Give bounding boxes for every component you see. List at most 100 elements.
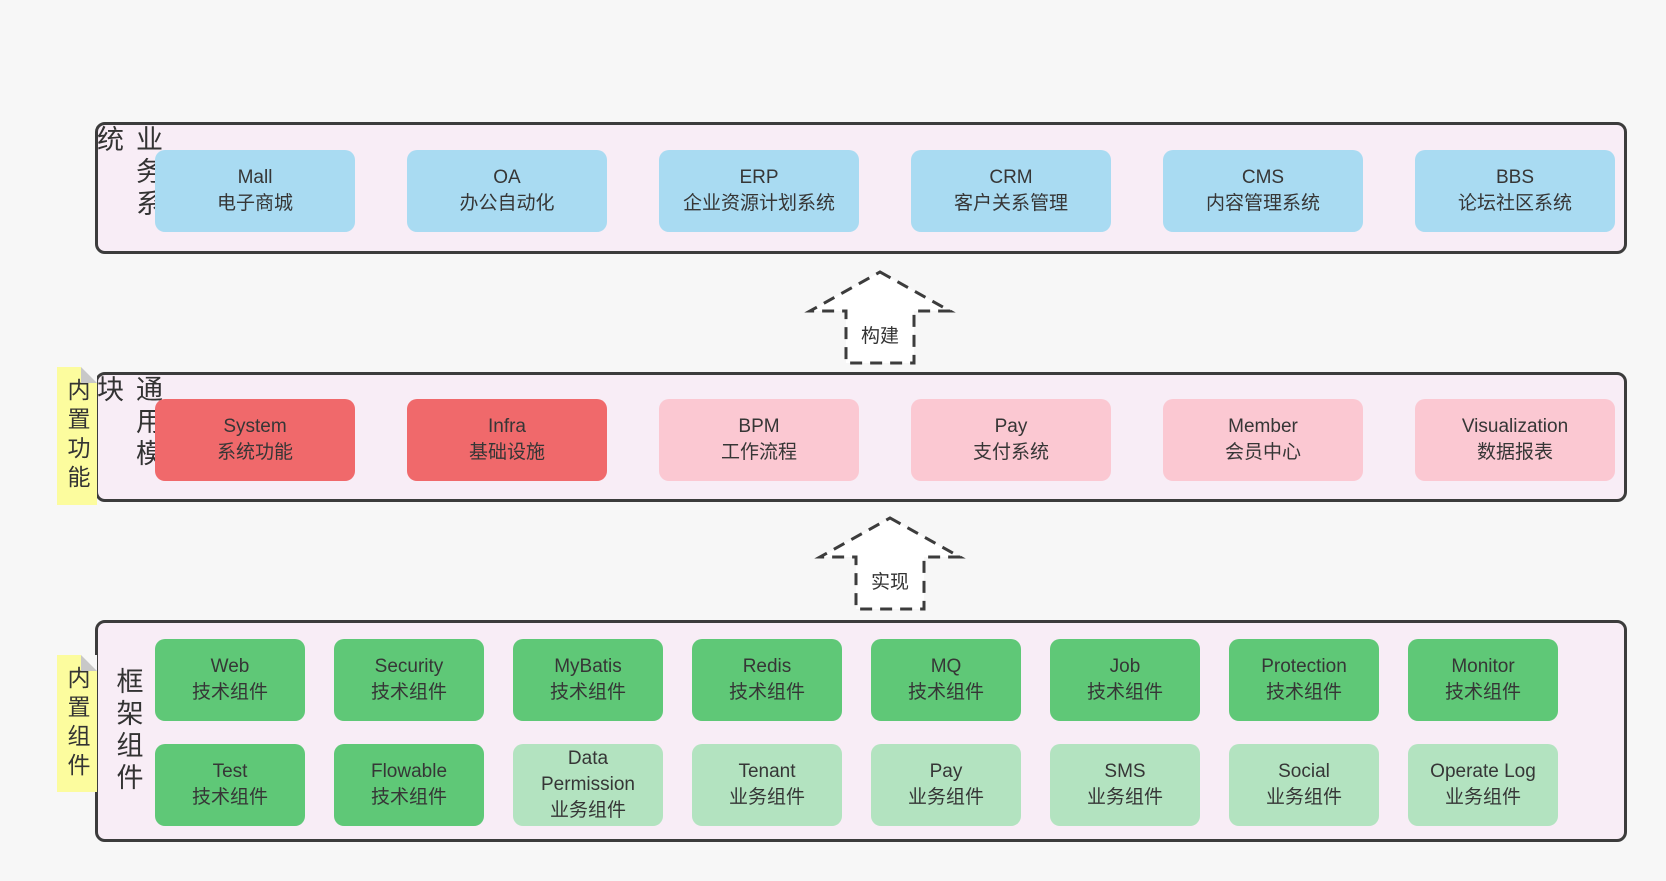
folded-corner-icon (81, 655, 97, 671)
module-box-web: Web 技术组件 (155, 639, 305, 721)
module-name: Visualization (1461, 416, 1569, 437)
module-name: BPM (738, 416, 780, 437)
module-name: Flowable (370, 761, 448, 782)
module-subtitle: 技术组件 (191, 682, 268, 703)
module-box-sms: SMS 业务组件 (1050, 744, 1200, 826)
module-box-flowable: Flowable 技术组件 (334, 744, 484, 826)
module-subtitle: 业务组件 (549, 800, 626, 821)
module-subtitle: 系统功能 (216, 442, 293, 463)
module-subtitle: 基础设施 (468, 442, 545, 463)
module-box-mybatis: MyBatis 技术组件 (513, 639, 663, 721)
module-box-data-permission: Data Permission 业务组件 (513, 744, 663, 826)
module-name: Security (374, 656, 444, 677)
sticky-note-built-in-features: 内置功能 (57, 367, 97, 505)
arrow-label-build: 构建 (856, 320, 904, 349)
module-name: Social (1278, 761, 1330, 782)
module-name: Mall (237, 167, 273, 188)
module-subtitle: 办公自动化 (459, 193, 555, 214)
folded-corner-icon (81, 367, 97, 383)
module-subtitle: 支付系统 (972, 442, 1049, 463)
module-name: OA (493, 167, 521, 188)
module-box-system: System 系统功能 (155, 399, 355, 481)
module-box-erp: ERP 企业资源计划系统 (659, 150, 859, 232)
up-arrow-implement-icon (810, 514, 970, 614)
module-box-infra: Infra 基础设施 (407, 399, 607, 481)
module-subtitle: 论坛社区系统 (1457, 193, 1572, 214)
layer-business-systems: 业务系统 Mall 电子商城 OA 办公自动化 ERP 企业资源计划系统 CRM 客户关系管理… (93, 122, 1627, 254)
layer-common-modules: 通用模块 System 系统功能 Infra 基础设施 BPM 工作流程 Pay 支付系统 Me… (93, 372, 1627, 502)
module-subtitle: 业务组件 (907, 787, 984, 808)
module-subtitle: 电子商城 (216, 193, 293, 214)
module-box-security: Security 技术组件 (334, 639, 484, 721)
module-box-job: Job 技术组件 (1050, 639, 1200, 721)
module-subtitle: 客户关系管理 (953, 193, 1068, 214)
module-subtitle: 内容管理系统 (1205, 193, 1320, 214)
module-subtitle: 业务组件 (1265, 787, 1342, 808)
module-box-cms: CMS 内容管理系统 (1163, 150, 1363, 232)
module-name: Protection (1261, 656, 1347, 677)
module-box-bbs: BBS 论坛社区系统 (1415, 150, 1615, 232)
module-subtitle: 技术组件 (1086, 682, 1163, 703)
module-name: Pay (994, 416, 1028, 437)
module-subtitle: 技术组件 (370, 682, 447, 703)
module-box-crm: CRM 客户关系管理 (911, 150, 1111, 232)
module-name: Web (210, 656, 250, 677)
module-subtitle: 业务组件 (1444, 787, 1521, 808)
module-name: Member (1228, 416, 1298, 437)
module-name: Data Permission (541, 748, 635, 795)
module-box-pay: Pay 业务组件 (871, 744, 1021, 826)
module-box-protection: Protection 技术组件 (1229, 639, 1379, 721)
module-box-mq: MQ 技术组件 (871, 639, 1021, 721)
layer-label-common-modules: 通用模块 (93, 375, 162, 471)
module-name: MyBatis (554, 656, 622, 677)
module-box-oa: OA 办公自动化 (407, 150, 607, 232)
module-name: Infra (487, 416, 527, 437)
module-subtitle: 企业资源计划系统 (682, 193, 835, 214)
module-box-bpm: BPM 工作流程 (659, 399, 859, 481)
module-name: Pay (929, 761, 963, 782)
module-name: CRM (989, 167, 1033, 188)
module-name: Tenant (738, 761, 796, 782)
sticky-note-built-in-components: 内置组件 (57, 655, 97, 792)
module-subtitle: 技术组件 (370, 787, 447, 808)
module-name: Job (1109, 656, 1141, 677)
module-name: BBS (1495, 167, 1535, 188)
module-subtitle: 技术组件 (728, 682, 805, 703)
module-box-monitor: Monitor 技术组件 (1408, 639, 1558, 721)
module-name: SMS (1104, 761, 1146, 782)
layer-label-business-systems: 业务系统 (93, 125, 162, 221)
module-box-pay: Pay 支付系统 (911, 399, 1111, 481)
module-subtitle: 工作流程 (720, 442, 797, 463)
sticky-note-label: 内置功能 (64, 378, 90, 494)
module-subtitle: 技术组件 (907, 682, 984, 703)
arrow-label-implement: 实现 (866, 566, 914, 595)
module-subtitle: 会员中心 (1224, 442, 1301, 463)
common-modules-row: System 系统功能 Infra 基础设施 BPM 工作流程 Pay 支付系统 Member 会… (155, 399, 1615, 481)
module-subtitle: 技术组件 (191, 787, 268, 808)
layer-label-framework-components: 框架组件 (112, 667, 143, 795)
module-name: CMS (1241, 167, 1285, 188)
module-name: System (223, 416, 287, 437)
module-subtitle: 技术组件 (549, 682, 626, 703)
module-box-mall: Mall 电子商城 (155, 150, 355, 232)
module-box-social: Social 业务组件 (1229, 744, 1379, 826)
module-subtitle: 技术组件 (1444, 682, 1521, 703)
module-name: ERP (739, 167, 779, 188)
module-box-test: Test 技术组件 (155, 744, 305, 826)
module-subtitle: 业务组件 (728, 787, 805, 808)
sticky-note-label: 内置组件 (64, 665, 90, 782)
module-box-tenant: Tenant 业务组件 (692, 744, 842, 826)
module-name: Test (212, 761, 248, 782)
module-name: Monitor (1451, 656, 1515, 677)
module-name: MQ (930, 656, 962, 677)
module-subtitle: 技术组件 (1265, 682, 1342, 703)
module-subtitle: 数据报表 (1476, 442, 1553, 463)
module-subtitle: 业务组件 (1086, 787, 1163, 808)
up-arrow-build-icon (800, 268, 960, 368)
